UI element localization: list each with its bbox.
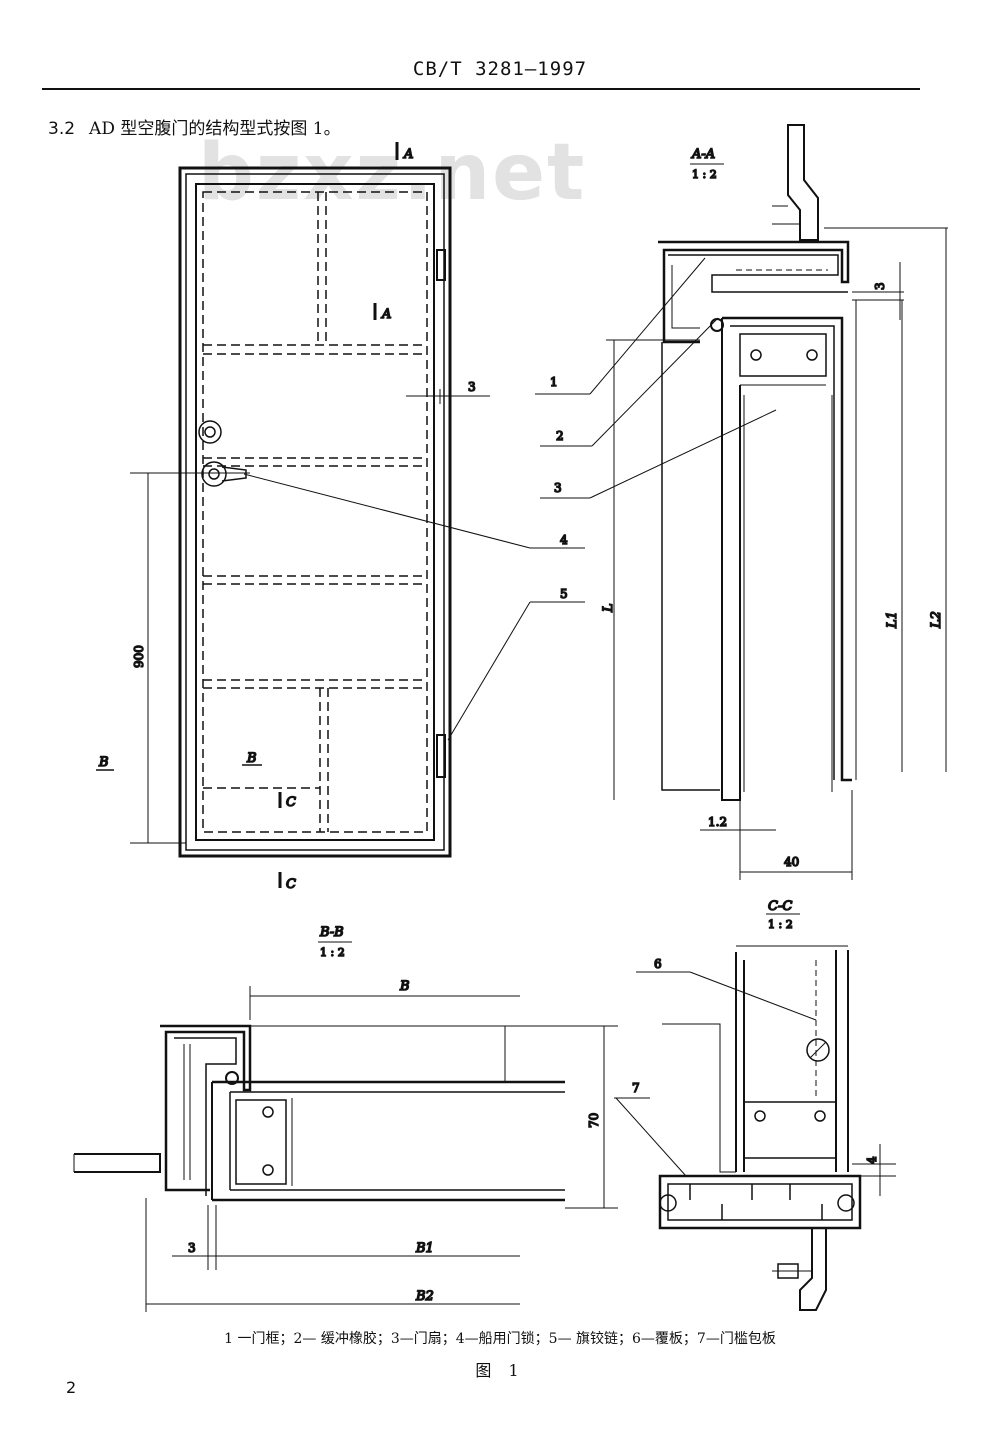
dim-900: 900 xyxy=(132,645,146,668)
dim-3-BB: 3 xyxy=(188,1241,196,1255)
dim-4-CC: 4 xyxy=(865,1156,879,1164)
section-BB-scale: 1 : 2 xyxy=(320,946,345,959)
clause-number: 3.2 xyxy=(48,119,76,139)
section-mark-B-outer: B xyxy=(98,755,109,770)
dim-40: 40 xyxy=(784,855,799,869)
door-elevation xyxy=(96,142,585,888)
callout-3-section: 3 xyxy=(554,481,562,495)
dim-70: 70 xyxy=(587,1113,601,1128)
section-CC xyxy=(614,913,896,1311)
figure-caption: 1 一门框；2— 缓冲橡胶；3—门扇；4—船用门锁；5— 旗铰链；6—覆板；7—… xyxy=(224,1331,776,1347)
section-mark-C-bottom: C xyxy=(286,877,296,892)
section-CC-scale: 1 : 2 xyxy=(768,918,793,931)
callout-7: 7 xyxy=(632,1081,640,1095)
section-mark-A-inner: A xyxy=(381,307,391,322)
section-mark-A-top: A xyxy=(403,147,413,162)
section-mark-C-inner: C xyxy=(286,795,296,810)
section-CC-title: C-C xyxy=(768,899,792,914)
section-AA-title: A-A xyxy=(691,147,715,162)
dim-3-AA: 3 xyxy=(873,282,887,290)
dim-L1: L1 xyxy=(885,611,900,629)
dim-B2: B2 xyxy=(415,1289,434,1304)
figure-title: 图 1 xyxy=(475,1361,525,1380)
dim-L: L xyxy=(601,603,616,613)
section-BB-title: B-B xyxy=(319,925,344,940)
header-rule xyxy=(42,88,920,90)
dim-1-2: 1.2 xyxy=(708,815,727,829)
section-AA-scale: 1 : 2 xyxy=(692,168,717,181)
callout-3-elevation: 3 xyxy=(468,380,476,394)
callout-1: 1 xyxy=(550,375,558,389)
dim-B: B xyxy=(399,979,410,994)
clause-3-2: 3.2 AD 型空腹门的结构型式按图 1。 xyxy=(48,114,341,139)
section-BB xyxy=(73,941,618,1312)
callout-2: 2 xyxy=(556,429,564,443)
dim-L2: L2 xyxy=(929,611,944,629)
clause-text: AD 型空腹门的结构型式按图 1。 xyxy=(89,119,341,139)
standard-code: CB/T 3281—1997 xyxy=(412,58,588,80)
watermark: bzxz.net xyxy=(198,128,587,218)
section-AA xyxy=(535,124,948,880)
callout-4: 4 xyxy=(560,533,568,547)
page-number: 2 xyxy=(66,1378,77,1397)
callout-5: 5 xyxy=(560,587,568,601)
dim-B1: B1 xyxy=(415,1241,434,1256)
callout-6: 6 xyxy=(654,957,662,971)
section-mark-B-inner: B xyxy=(246,751,257,766)
